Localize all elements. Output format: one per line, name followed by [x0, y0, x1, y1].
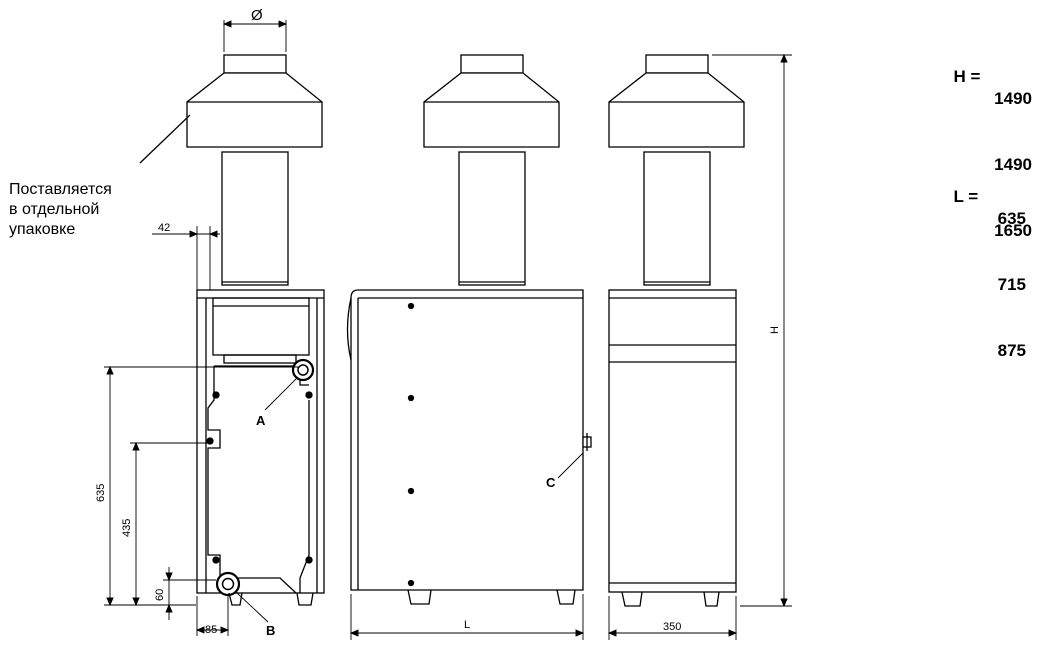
spec-height-block: H =: [944, 44, 980, 88]
boiler-body-side: [196, 289, 325, 594]
spec-height-label: H =: [953, 67, 981, 86]
label-connection-c: C: [546, 475, 556, 490]
leader-line-c: [557, 452, 584, 479]
boiler-body-rear: [608, 289, 737, 593]
leader-line-a: [264, 376, 299, 411]
note-leader-line: [139, 114, 191, 164]
dim-435: 435: [121, 519, 133, 537]
separate-packaging-note: Поставляется в отдельной упаковке: [9, 180, 112, 240]
label-connection-b: B: [266, 623, 275, 638]
connection-b-pipe: [215, 571, 241, 597]
spec-length-value: 715: [997, 275, 1026, 294]
rear-view: [608, 54, 745, 607]
flue-pipe: [221, 151, 289, 286]
dim-42: 42: [158, 222, 170, 234]
spec-height-value: 1490: [994, 89, 1032, 108]
flue-hood: [186, 72, 323, 148]
dim-60: 60: [154, 589, 166, 601]
leader-line-b: [235, 591, 269, 623]
spec-length-label: L =: [953, 187, 979, 206]
dim-635: 635: [95, 484, 107, 502]
spec-length-value: 875: [997, 341, 1026, 360]
dim-length-l: L: [464, 619, 470, 631]
spec-height-values: 1490 1490 1650: [982, 44, 1032, 264]
note-line-3: упаковке: [9, 221, 76, 238]
spec-length-values: 635 715 875: [982, 164, 1026, 384]
dim-flue-diameter: Ø: [251, 7, 263, 24]
spec-height-value: 1490: [994, 155, 1032, 174]
label-connection-a: A: [256, 413, 266, 428]
spec-height-value: 1650: [994, 221, 1032, 240]
note-line-2: в отдельной: [9, 201, 100, 218]
dim-85: 85: [205, 624, 217, 636]
connection-a-pipe: [291, 358, 315, 382]
dim-350: 350: [663, 621, 681, 633]
spec-length-value: 635: [997, 209, 1026, 228]
boiler-body-front: [350, 289, 584, 591]
note-line-1: Поставляется: [9, 181, 112, 198]
dim-height-h: H: [769, 326, 781, 334]
spec-length-block: L =: [944, 164, 978, 208]
flue-collar: [223, 54, 287, 74]
front-view: [346, 54, 592, 605]
side-view: [186, 54, 325, 606]
